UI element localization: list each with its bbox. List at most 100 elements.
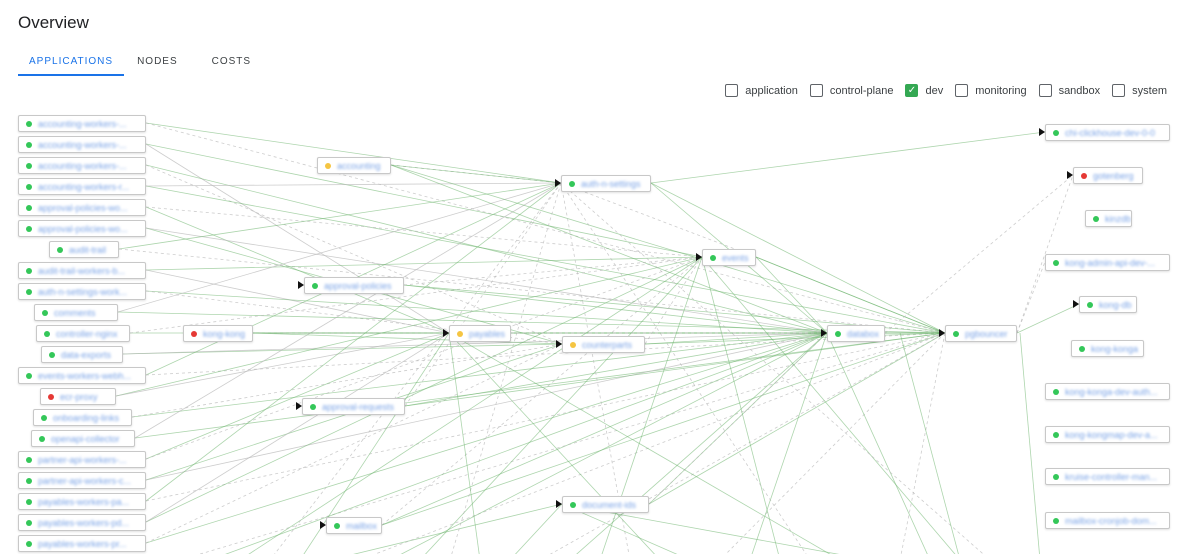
dependency-edge [381, 332, 828, 526]
service-node[interactable]: approval-policies-wo... [18, 220, 146, 237]
service-node[interactable]: approval-policies [304, 277, 404, 294]
dependency-edge [515, 503, 563, 554]
tab-applications[interactable]: APPLICATIONS [18, 50, 125, 76]
service-node-label: kong-kongmap-dev-a... [1065, 429, 1158, 440]
service-node[interactable]: audit-trail [49, 241, 119, 258]
service-node-label: controller-nginx [56, 328, 118, 339]
service-node[interactable]: mailbox-cronjob-dom... [1045, 512, 1170, 529]
service-node[interactable]: data-exports [41, 346, 123, 363]
status-dot-icon [41, 414, 47, 421]
status-dot-icon [26, 267, 32, 274]
service-node[interactable]: comments [34, 304, 118, 321]
service-node[interactable]: kruise-controller-man... [1045, 468, 1170, 485]
service-node[interactable]: chi-clickhouse-dev-0-0 [1045, 124, 1170, 141]
service-node[interactable]: gotenberg [1073, 167, 1143, 184]
service-node[interactable]: payables-workers-pr... [18, 535, 146, 552]
service-node[interactable]: payables-workers-pd... [18, 514, 146, 531]
service-node[interactable]: approval-policies-wo... [18, 199, 146, 216]
service-node[interactable]: openapi-collector [31, 430, 135, 447]
service-node-label: onboarding-links [53, 412, 120, 423]
filter-dev[interactable]: ✓ dev [905, 84, 943, 97]
service-node[interactable]: kong-admin-api-dev-... [1045, 254, 1170, 271]
filter-system[interactable]: system [1112, 84, 1167, 97]
status-dot-icon [1053, 473, 1059, 480]
checkbox-unchecked-icon[interactable] [725, 84, 739, 97]
service-node-label: document-ids [582, 499, 637, 510]
service-node[interactable]: mailbox [326, 517, 382, 534]
service-node[interactable]: events [702, 249, 756, 266]
service-node[interactable]: kong-konga [1071, 340, 1144, 357]
dependency-edge [900, 332, 946, 554]
checkbox-unchecked-icon[interactable] [1112, 84, 1126, 97]
service-node-label: audit-trail [69, 244, 107, 255]
service-node-label: payables-workers-pd... [38, 517, 130, 528]
tab-nodes[interactable]: NODES [137, 56, 178, 67]
service-node[interactable]: events-workers-webh... [18, 367, 146, 384]
filter-sandbox[interactable]: sandbox [1038, 84, 1100, 97]
service-node[interactable]: controller-nginx [36, 325, 130, 342]
service-node-label: accounting-workers-... [38, 118, 127, 129]
status-dot-icon [57, 246, 63, 253]
service-node[interactable]: accounting [317, 157, 391, 174]
service-node[interactable]: document-ids [562, 496, 649, 513]
dependency-edge [145, 332, 450, 523]
service-node[interactable]: counterparts [562, 336, 645, 353]
status-dot-icon [1053, 517, 1059, 524]
service-node-label: ecr-proxy [60, 391, 98, 402]
dependency-edge [648, 332, 946, 505]
checkbox-unchecked-icon[interactable] [1038, 84, 1052, 97]
service-node[interactable]: databox [827, 325, 885, 342]
dependency-edge [145, 332, 946, 502]
service-node[interactable]: kong-kongmap-dev-a... [1045, 426, 1170, 443]
service-node[interactable]: partner-api-workers-... [18, 451, 146, 468]
service-node-label: approval-requests [322, 401, 395, 412]
status-dot-icon [1081, 172, 1087, 179]
service-node[interactable]: auth-n-settings-work... [18, 283, 146, 300]
dependency-edge [650, 182, 946, 334]
dependency-edge [648, 332, 828, 505]
service-node[interactable]: kinzdb [1085, 210, 1132, 227]
dependency-edge [644, 256, 703, 345]
service-node[interactable]: accounting-workers-... [18, 136, 146, 153]
filter-application[interactable]: application [725, 84, 798, 97]
service-node[interactable]: audit-trail-workers-b... [18, 262, 146, 279]
service-node[interactable]: onboarding-links [33, 409, 132, 426]
dependency-edge [1016, 303, 1080, 334]
service-node-label: auth-n-settings-work... [38, 286, 128, 297]
status-dot-icon [310, 403, 316, 410]
dependency-edge [225, 332, 828, 554]
tab-costs[interactable]: COSTS [211, 56, 252, 67]
dependency-edge [115, 256, 703, 397]
service-node[interactable]: kong-db [1079, 296, 1137, 313]
filter-control-plane[interactable]: control-plane [809, 84, 893, 97]
service-node[interactable]: approval-requests [302, 398, 405, 415]
dependency-edge [725, 332, 946, 554]
service-node[interactable]: payables-workers-pa... [18, 493, 146, 510]
service-node[interactable]: accounting-workers-... [18, 157, 146, 174]
dependency-edge [131, 343, 563, 418]
service-node[interactable]: ecr-proxy [40, 388, 116, 405]
service-node[interactable]: kong-konga-dev-auth... [1045, 383, 1170, 400]
service-node[interactable]: accounting-workers-r... [18, 178, 146, 195]
filter-label: application [745, 84, 798, 97]
service-node-label: kong-konga-dev-auth... [1065, 386, 1158, 397]
service-node[interactable]: kong-kong [183, 325, 253, 342]
dependency-edge [560, 182, 757, 258]
dependency-edge [374, 332, 946, 554]
checkbox-unchecked-icon[interactable] [809, 84, 823, 97]
service-node[interactable]: pgbouncer [945, 325, 1017, 342]
filter-label: dev [925, 84, 944, 97]
service-node[interactable]: auth-n-settings [561, 175, 651, 192]
checkbox-unchecked-icon[interactable] [955, 84, 969, 97]
filter-monitoring[interactable]: monitoring [955, 84, 1027, 97]
service-node[interactable]: partner-api-workers-c... [18, 472, 146, 489]
dependency-edge [826, 332, 928, 554]
service-node[interactable]: accounting-workers-... [18, 115, 146, 132]
dependency-edge [448, 332, 480, 554]
service-node[interactable]: payables [449, 325, 511, 342]
dependency-edge [404, 332, 946, 407]
check-icon[interactable]: ✓ [905, 84, 919, 97]
dependency-edge [390, 164, 828, 334]
page-title: Overview [18, 13, 89, 32]
